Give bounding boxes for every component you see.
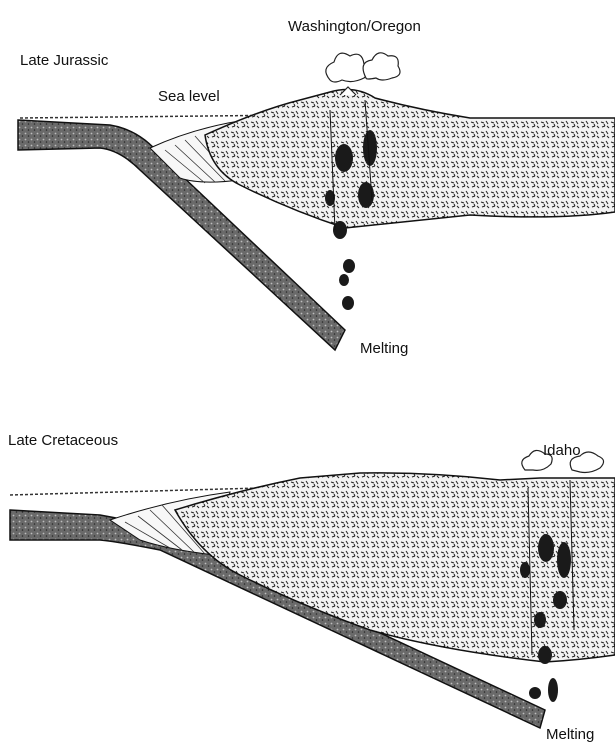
location-label: Idaho [543, 442, 581, 459]
sea-level-label: Sea level [158, 88, 220, 105]
late-cretaceous-panel: Late Cretaceous Idaho Melting [0, 370, 615, 747]
volcano-eruption-icon [326, 53, 400, 95]
era-label: Late Cretaceous [8, 432, 118, 449]
continental-crust [175, 473, 615, 662]
melting-label: Melting [360, 340, 408, 357]
era-label: Late Jurassic [20, 52, 108, 69]
location-label: Washington/Oregon [288, 18, 421, 35]
late-cretaceous-cross-section [0, 370, 615, 747]
melting-label: Melting [546, 726, 594, 743]
late-jurassic-panel: Late Jurassic Sea level Washington/Orego… [0, 0, 615, 360]
continental-crust [205, 90, 615, 228]
